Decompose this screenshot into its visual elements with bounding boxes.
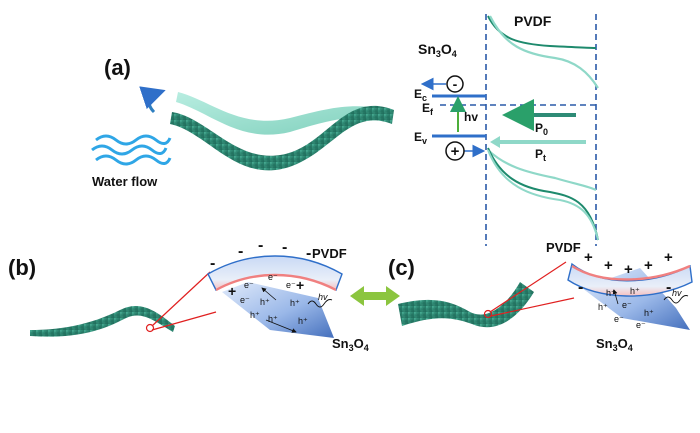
panel-b-label: (b) <box>8 255 36 280</box>
svg-text:-: - <box>258 237 263 254</box>
zoom-spot-b <box>145 323 155 333</box>
electron-icon <box>446 75 464 93</box>
svg-text:-: - <box>578 279 583 296</box>
film-deformed <box>176 92 392 135</box>
water-flow-icon <box>91 134 172 166</box>
svg-text:e⁻: e⁻ <box>268 272 278 282</box>
surface-charges-b: - - - - - <box>210 237 311 272</box>
material-label-c: Sn3O4 <box>596 336 633 353</box>
svg-text:h⁺: h⁺ <box>260 297 270 307</box>
svg-text:+: + <box>624 261 633 278</box>
svg-text:e⁻: e⁻ <box>614 314 624 324</box>
svg-text:e⁻: e⁻ <box>622 300 632 310</box>
material-label-a: Sn3O4 <box>418 41 457 59</box>
material-label-b: Sn3O4 <box>332 336 369 353</box>
film-flexible <box>170 105 394 171</box>
svg-text:e⁻: e⁻ <box>636 320 646 330</box>
svg-text:e⁻: e⁻ <box>244 280 254 290</box>
svg-text:-: - <box>210 255 215 272</box>
svg-text:hv: hv <box>318 292 328 302</box>
svg-text:-: - <box>666 279 671 296</box>
svg-text:+: + <box>451 143 460 160</box>
svg-text:-: - <box>282 239 287 256</box>
svg-text:+: + <box>296 277 304 293</box>
switch-arrow-icon <box>350 286 400 306</box>
svg-text:-: - <box>306 245 311 262</box>
svg-text:h⁺: h⁺ <box>268 314 278 324</box>
zoom-detail-c: + + + + + - - h⁺ h⁺ h⁺ e⁻ e⁻ h⁺ e⁻ hv <box>567 249 693 330</box>
ef-label: Ef <box>422 101 434 117</box>
water-flow-label: Water flow <box>92 174 158 189</box>
rotation-arrow-icon <box>139 86 166 114</box>
svg-text:h⁺: h⁺ <box>630 286 640 296</box>
surface-charges-c: + + + + + <box>584 249 673 278</box>
svg-text:+: + <box>644 257 653 274</box>
svg-text:+: + <box>584 249 593 266</box>
pvdf-label-b: PVDF <box>312 246 347 261</box>
pt-label: Pt <box>535 147 546 163</box>
svg-text:h⁺: h⁺ <box>644 308 654 318</box>
svg-text:+: + <box>228 283 236 299</box>
pvdf-label-a: PVDF <box>514 13 552 29</box>
film-c <box>398 282 534 328</box>
ev-label: Ev <box>414 130 427 146</box>
svg-text:+: + <box>664 249 673 266</box>
panel-a-label: (a) <box>104 55 131 80</box>
hv-label-a: hv <box>464 110 478 124</box>
svg-text:-: - <box>238 243 243 260</box>
zoom-detail-b: - - - - - + + e⁻ e⁻ e⁻ e⁻ h⁺ h⁺ h⁺ h⁺ h⁺… <box>207 237 343 338</box>
svg-text:h⁺: h⁺ <box>250 310 260 320</box>
hole-icon <box>445 141 465 161</box>
pvdf-label-c: PVDF <box>546 240 581 255</box>
svg-text:e⁻: e⁻ <box>240 295 250 305</box>
svg-text:h⁺: h⁺ <box>598 302 608 312</box>
svg-text:h⁺: h⁺ <box>290 298 300 308</box>
p0-label: P0 <box>535 121 548 137</box>
zoom-spot-c <box>483 309 493 319</box>
panel-c-label: (c) <box>388 255 415 280</box>
svg-text:-: - <box>453 76 458 92</box>
ec-label: Ec <box>414 87 427 103</box>
svg-text:h⁺: h⁺ <box>606 288 616 298</box>
svg-text:hv: hv <box>672 288 682 298</box>
film-b <box>30 305 175 337</box>
svg-text:e⁻: e⁻ <box>286 280 296 290</box>
svg-text:+: + <box>604 257 613 274</box>
svg-text:h⁺: h⁺ <box>298 316 308 326</box>
band-diagram: - + <box>420 14 599 246</box>
